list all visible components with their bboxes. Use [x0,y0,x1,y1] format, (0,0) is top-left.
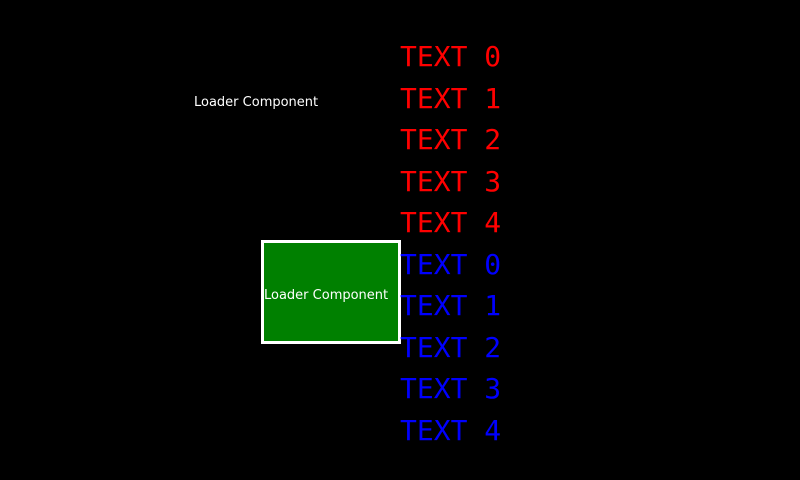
loader-component-box: Loader Component [261,240,401,344]
loader-component-box-label: Loader Component [264,288,389,303]
text-item-blue-2: TEXT 2 [400,330,502,364]
text-list: TEXT 0 TEXT 1 TEXT 2 TEXT 3 TEXT 4 TEXT … [400,36,600,451]
text-item-red-1: TEXT 1 [400,81,502,115]
text-item-red-3: TEXT 3 [400,164,502,198]
text-item-red-4: TEXT 4 [400,206,502,239]
text-item-blue-1: TEXT 1 [400,289,502,322]
text-item-blue-4: TEXT 4 [400,413,502,447]
text-item-red-2: TEXT 2 [400,123,502,156]
text-item-red-0: TEXT 0 [400,40,502,73]
loader-component-label: Loader Component [194,95,319,110]
text-item-blue-0: TEXT 0 [400,247,502,281]
text-item-blue-3: TEXT 3 [400,372,502,405]
